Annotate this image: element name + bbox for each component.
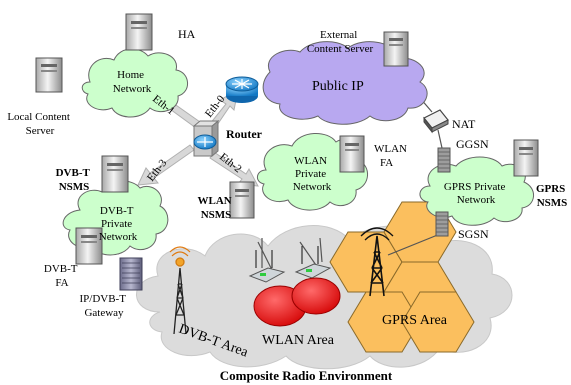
external-content-server-label: External Content Server — [307, 29, 374, 55]
ha-server-icon — [125, 13, 153, 51]
nat-label: NAT — [452, 117, 476, 131]
home-network-label: Home Network — [113, 69, 152, 95]
local-content-server-icon — [35, 57, 63, 93]
gprs-private-network-label: GPRS Private Network — [444, 181, 508, 206]
gprs-private-network-cloud — [419, 156, 534, 226]
sgsn-icon — [435, 211, 449, 237]
gprs-nsms-label: GPRS NSMS — [536, 183, 568, 209]
wlan-nsms-label: WLAN NSMS — [198, 195, 235, 221]
wlan-area-label: WLAN Area — [262, 333, 335, 348]
dvbt-fa-server-icon — [75, 227, 103, 265]
router-label: Router — [226, 127, 263, 141]
ip-dvbt-gateway-label: IP/DVB-T Gateway — [80, 293, 129, 319]
wlan-coverage-2 — [291, 277, 341, 315]
wlan-fa-server-icon — [339, 135, 365, 173]
local-content-server-label: Local Content Server — [7, 111, 72, 137]
gprs-nsms-server-icon — [513, 139, 539, 177]
composite-radio-environment-label: Composite Radio Environment — [220, 368, 393, 383]
gprs-area-label: GPRS Area — [382, 313, 448, 328]
wlan-access-point-1-icon — [248, 250, 286, 283]
ggsn-icon — [437, 147, 451, 173]
home-network-cloud — [81, 48, 188, 118]
dvbt-nsms-label: DVB-T NSMS — [56, 167, 93, 193]
eth-3-arrow — [137, 144, 195, 186]
wlan-fa-label: WLAN FA — [374, 143, 410, 169]
wlan-nsms-server-icon — [229, 181, 255, 219]
eth-3-label: Eth-3 — [145, 157, 170, 184]
wlan-access-point-2-icon — [294, 246, 332, 279]
dvbt-private-network-label: DVB-T Private Network — [99, 205, 138, 243]
ggsn-label: GGSN — [456, 137, 489, 151]
ip-dvbt-gateway-icon — [119, 257, 143, 291]
dvbt-fa-label: DVB-T FA — [44, 263, 80, 289]
dvbt-tower-icon — [169, 246, 191, 335]
external-content-server-icon — [383, 31, 409, 67]
wlan-private-network-label: WLAN Private Network — [293, 155, 332, 193]
dvbt-nsms-server-icon — [101, 155, 129, 193]
public-ip-label: Public IP — [312, 79, 364, 94]
edge-router-icon — [225, 76, 259, 103]
sgsn-label: SGSN — [458, 227, 489, 241]
router-icon — [192, 119, 220, 158]
nat-icon — [423, 109, 449, 134]
gprs-tower-icon — [360, 227, 394, 297]
ha-label: HA — [178, 27, 196, 41]
